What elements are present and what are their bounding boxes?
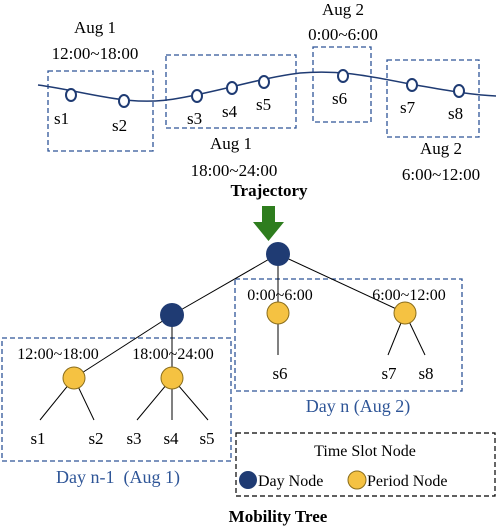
day-node-aug1 bbox=[160, 303, 184, 327]
window-4-date: Aug 2 bbox=[420, 139, 462, 158]
window-1-date: Aug 1 bbox=[74, 18, 116, 37]
stay-point-label-s3: s3 bbox=[187, 109, 202, 128]
day-group-box-aug1 bbox=[1, 337, 232, 462]
stay-point-marker-s4 bbox=[226, 81, 238, 95]
legend: Time Slot Node Day Node Period Node bbox=[235, 432, 496, 497]
time-window-box-4 bbox=[386, 59, 480, 138]
legend-period-node-label: Period Node bbox=[367, 473, 447, 490]
leaf-label-s8: s8 bbox=[418, 364, 433, 383]
period-node-aug1-12-18 bbox=[62, 366, 86, 390]
legend-day-node-label: Day Node bbox=[258, 473, 323, 490]
trajectory-title: Trajectory bbox=[230, 181, 308, 200]
period-label-aug2-6-12: 6:00~12:00 bbox=[372, 287, 446, 304]
leaf-label-s5: s5 bbox=[199, 429, 214, 448]
period-node-aug1-18-24 bbox=[160, 366, 184, 390]
time-window-box-3 bbox=[312, 46, 372, 123]
stay-point-label-s6: s6 bbox=[332, 89, 347, 108]
period-label-aug1-12-18: 12:00~18:00 bbox=[17, 346, 99, 363]
legend-day-node-swatch bbox=[239, 471, 257, 489]
leaf-label-s3: s3 bbox=[126, 429, 141, 448]
leaf-label-s4: s4 bbox=[163, 429, 179, 448]
trajectory-section: s1 s2 s3 s4 s5 s6 s7 s8 Aug 1 12:00~18:0… bbox=[37, 0, 497, 200]
leaf-label-s6: s6 bbox=[272, 364, 287, 383]
stay-point-label-s8: s8 bbox=[448, 104, 463, 123]
period-node-aug2-0-6 bbox=[266, 301, 290, 325]
stay-point-marker-s3 bbox=[191, 89, 203, 103]
window-2-date: Aug 1 bbox=[210, 134, 252, 153]
root-day-node bbox=[266, 242, 290, 266]
period-label-aug2-0-6: 0:00~6:00 bbox=[247, 287, 313, 304]
leaf-label-s7: s7 bbox=[381, 364, 397, 383]
time-window-box-2 bbox=[165, 54, 297, 129]
mobility-tree-section: 12:00~18:00 18:00~24:00 0:00~6:00 6:00~1… bbox=[1, 242, 496, 526]
window-3-time: 0:00~6:00 bbox=[308, 25, 378, 44]
legend-title: Time Slot Node bbox=[314, 443, 416, 460]
stay-point-marker-s7 bbox=[406, 78, 418, 92]
period-label-aug1-18-24: 18:00~24:00 bbox=[132, 346, 214, 363]
stay-point-marker-s8 bbox=[453, 84, 465, 98]
day-group-label-aug1: Day n-1 (Aug 1) bbox=[56, 467, 180, 488]
leaf-label-s1: s1 bbox=[30, 429, 45, 448]
period-node-aug2-6-12 bbox=[393, 301, 417, 325]
stay-point-marker-s2 bbox=[118, 94, 130, 108]
stay-point-label-s7: s7 bbox=[400, 98, 416, 117]
day-group-box-aug2 bbox=[234, 278, 463, 392]
stay-point-marker-s5 bbox=[258, 75, 270, 89]
stay-point-marker-s1 bbox=[65, 88, 77, 102]
stay-point-label-s5: s5 bbox=[256, 95, 271, 114]
window-3-date: Aug 2 bbox=[322, 0, 364, 19]
transform-arrow-icon bbox=[253, 206, 284, 241]
mobility-tree-title: Mobility Tree bbox=[229, 507, 328, 526]
legend-period-node-swatch bbox=[347, 470, 367, 490]
legend-box bbox=[235, 432, 496, 497]
stay-point-label-s1: s1 bbox=[54, 109, 69, 128]
day-group-label-aug2: Day n (Aug 2) bbox=[306, 396, 410, 417]
window-2-time: 18:00~24:00 bbox=[191, 161, 278, 180]
stay-point-label-s4: s4 bbox=[222, 102, 238, 121]
window-4-time: 6:00~12:00 bbox=[402, 165, 480, 184]
stay-point-label-s2: s2 bbox=[112, 116, 127, 135]
leaf-label-s2: s2 bbox=[88, 429, 103, 448]
stay-point-marker-s6 bbox=[337, 69, 349, 83]
time-window-box-1 bbox=[47, 70, 154, 152]
window-1-time: 12:00~18:00 bbox=[52, 44, 139, 63]
